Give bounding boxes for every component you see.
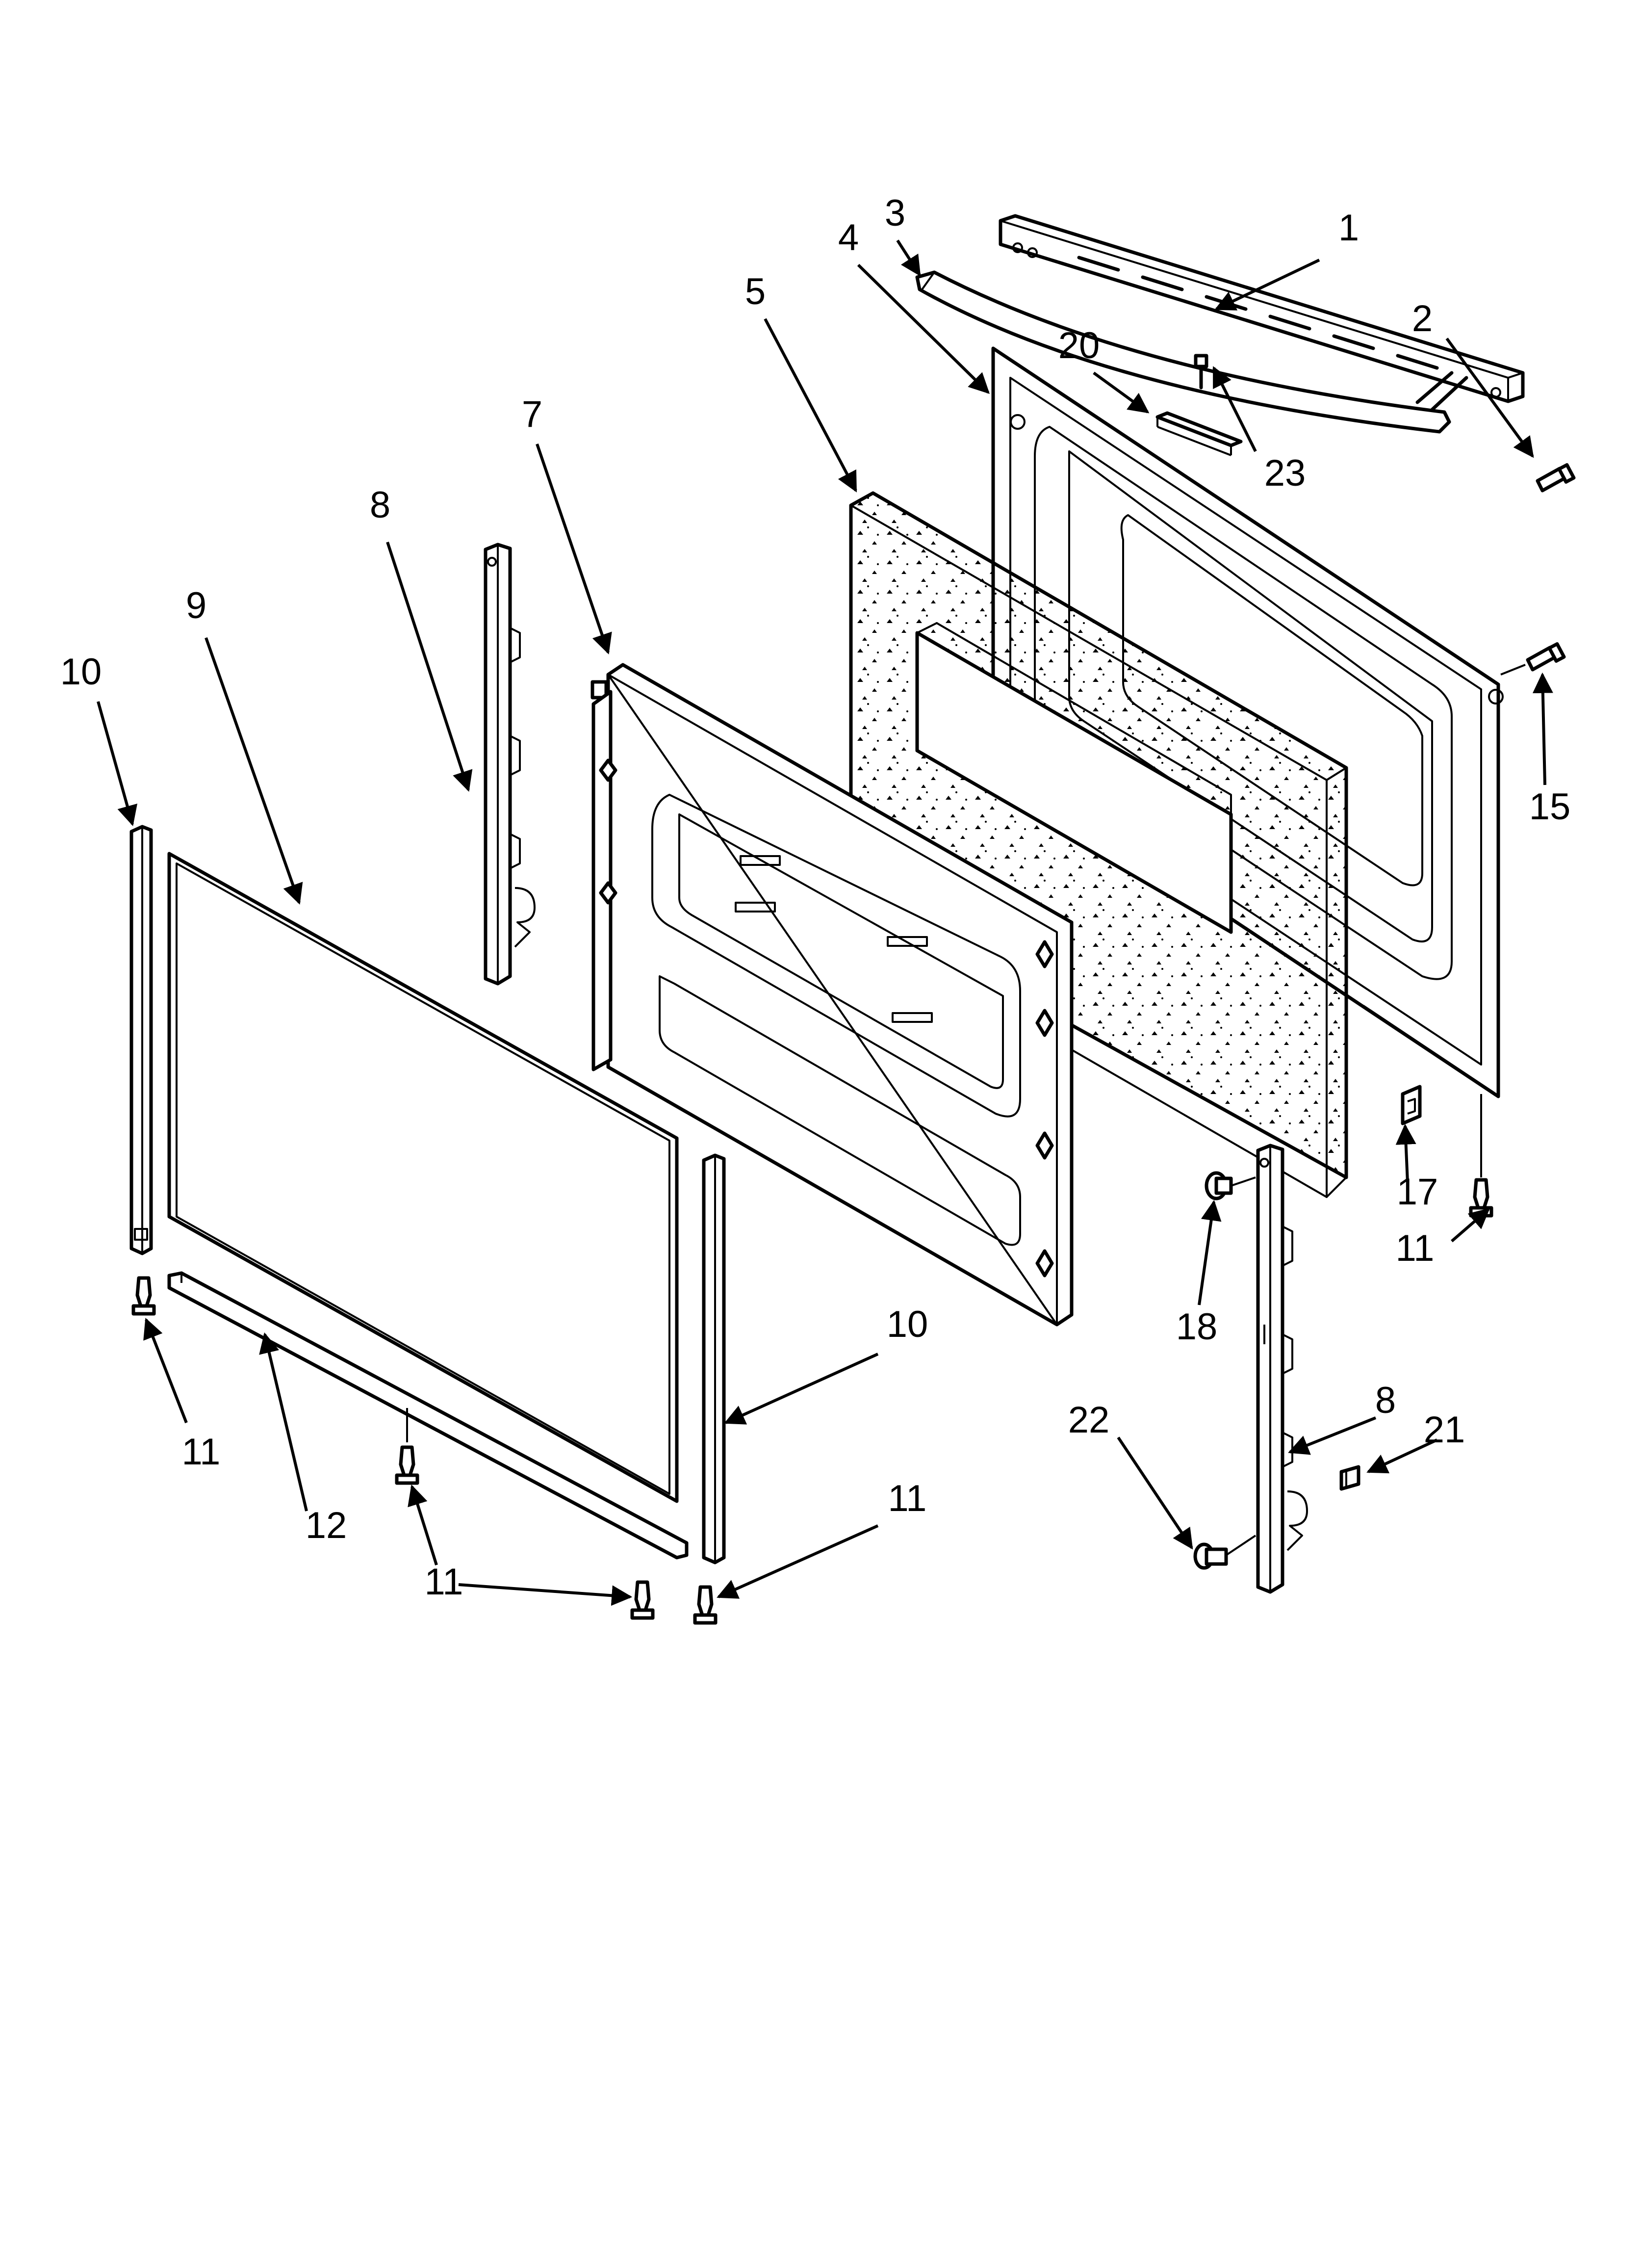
clip-21 <box>1339 1465 1360 1491</box>
door-handle <box>915 270 1468 434</box>
callout-10-left: 10 <box>60 651 102 693</box>
callout-8-left: 8 <box>370 484 390 526</box>
callout-10-right: 10 <box>887 1303 928 1345</box>
callout-21: 21 <box>1424 1409 1465 1451</box>
screw-11-a <box>131 1276 156 1316</box>
callout-11-left: 11 <box>182 1431 221 1473</box>
side-trim-right <box>702 1153 726 1564</box>
callout-23: 23 <box>1264 452 1306 494</box>
callout-11-right: 11 <box>1396 1227 1435 1269</box>
panel-hinge-tabs <box>599 758 1054 1277</box>
callout-17: 17 <box>1397 1171 1438 1213</box>
callout-11-bottom: 11 <box>425 1561 463 1603</box>
callout-12: 12 <box>306 1505 347 1546</box>
callout-8-right: 8 <box>1375 1380 1396 1421</box>
bumper-18 <box>1205 1171 1256 1200</box>
screw-11-e <box>1469 1094 1493 1218</box>
hinge-channel-left <box>484 543 536 986</box>
door-frame-panel <box>590 663 1074 1327</box>
screw-11-d <box>693 1585 718 1625</box>
screw-15 <box>1500 642 1566 676</box>
callout-22: 22 <box>1068 1399 1110 1441</box>
screw-2 <box>1536 463 1576 493</box>
callout-4: 4 <box>838 217 859 259</box>
hinge-channel-right <box>1256 1144 1308 1594</box>
bottom-trim <box>167 1271 689 1560</box>
callout-20: 20 <box>1058 325 1100 366</box>
callout-9: 9 <box>186 585 206 626</box>
callout-3: 3 <box>885 192 905 234</box>
door-glass <box>167 852 679 1503</box>
leader-lines <box>97 239 1553 1606</box>
badge-and-screw <box>1155 354 1243 456</box>
screw-11-b <box>395 1445 419 1485</box>
vent-trim <box>999 214 1525 403</box>
callout-1: 1 <box>1338 207 1359 249</box>
side-trim-left <box>129 825 153 1255</box>
callout-2: 2 <box>1412 298 1433 339</box>
clip-17 <box>1401 1085 1422 1125</box>
callout-18: 18 <box>1176 1306 1218 1348</box>
panel-clips <box>735 855 933 1023</box>
callout-labels: 1 2 3 4 5 7 8 8 9 10 10 11 11 11 11 12 1… <box>60 192 1571 1603</box>
callout-5: 5 <box>745 271 766 313</box>
callout-15: 15 <box>1529 786 1571 828</box>
screw-11-c <box>630 1580 655 1620</box>
callout-11-center: 11 <box>888 1478 927 1519</box>
vent-slots <box>1077 256 1439 370</box>
callout-7: 7 <box>522 393 542 435</box>
screw-22 <box>1193 1535 1257 1570</box>
